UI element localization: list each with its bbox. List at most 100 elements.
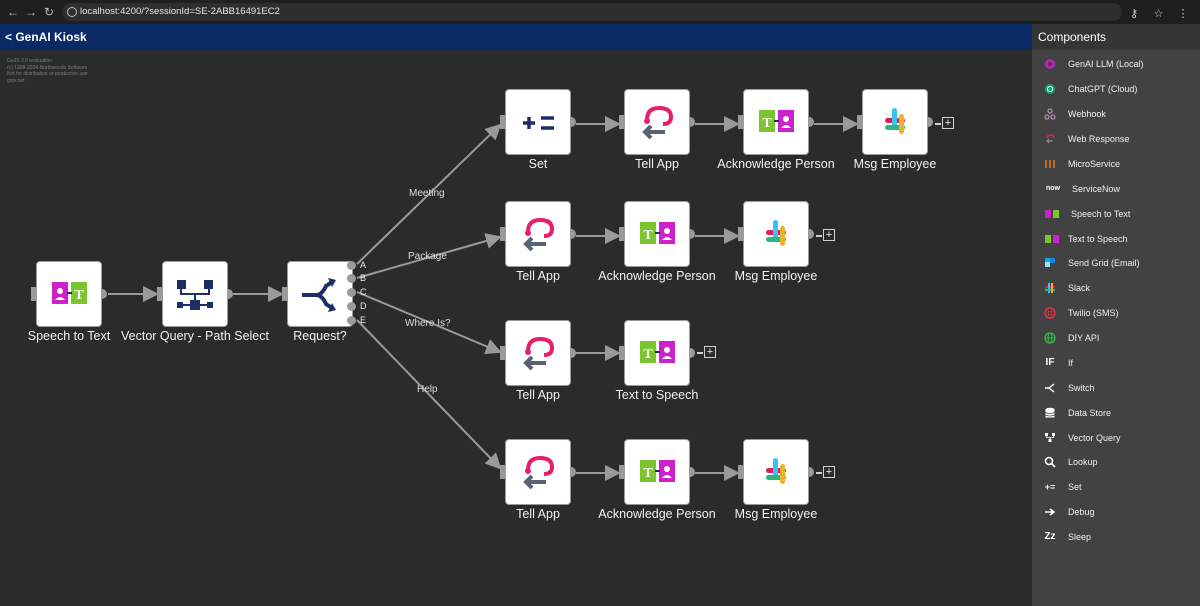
back-icon[interactable]: ← [7,5,19,19]
palette-item-slack[interactable]: Slack [1044,279,1194,297]
input-port[interactable] [500,227,506,241]
node-box[interactable]: T [743,89,809,155]
node-tell-app[interactable]: Tell App [493,320,583,410]
output-port[interactable] [97,289,107,299]
input-port[interactable] [157,287,163,301]
output-port[interactable] [685,117,695,127]
palette-item-web-response[interactable]: Web Response [1044,130,1194,148]
add-node-button[interactable]: + [942,117,954,129]
branch-port-e[interactable] [347,316,356,325]
palette-item-servicenow[interactable]: now ServiceNow [1044,180,1194,198]
node-speech-to-text[interactable]: T Speech to Text [24,261,114,351]
node-box[interactable]: T [624,201,690,267]
palette-item-vector-query[interactable]: Vector Query [1044,429,1194,447]
node-box[interactable] [505,320,571,386]
output-port[interactable] [566,348,576,358]
branch-port-d[interactable] [347,302,356,311]
palette-item-if[interactable]: IF If [1044,354,1194,372]
palette-item-sendgrid[interactable]: Send Grid (Email) [1044,254,1194,272]
edge-label-meeting[interactable]: Meeting [409,188,445,199]
node-box[interactable] [287,261,353,327]
node-vector-query[interactable]: Vector Query - Path Select [121,261,269,351]
node-tell-app[interactable]: Tell App [493,201,583,291]
menu-icon[interactable]: ⋮ [1177,8,1189,20]
node-set[interactable]: Set [493,89,583,179]
input-port[interactable] [619,346,625,360]
palette-item-chatgpt[interactable]: ChatGPT (Cloud) [1044,80,1194,98]
input-port[interactable] [738,115,744,129]
bookmark-star-icon[interactable]: ☆ [1153,8,1164,20]
output-port[interactable] [804,117,814,127]
input-port[interactable] [500,346,506,360]
input-port[interactable] [619,465,625,479]
output-port[interactable] [804,229,814,239]
palette-item-speech-to-text[interactable]: Speech to Text [1044,205,1194,223]
edge-label-where-is[interactable]: Where Is? [405,318,451,329]
palette-item-switch[interactable]: Switch [1044,379,1194,397]
node-box[interactable] [743,201,809,267]
output-port[interactable] [923,117,933,127]
output-port[interactable] [804,467,814,477]
palette-item-data-store[interactable]: Data Store [1044,404,1194,422]
node-msg-employee[interactable]: Msg Employee [731,201,821,291]
node-box[interactable] [743,439,809,505]
input-port[interactable] [500,465,506,479]
output-port[interactable] [566,467,576,477]
palette-item-set[interactable]: += Set [1044,478,1194,496]
node-msg-employee[interactable]: Msg Employee [850,89,940,179]
output-port[interactable] [685,348,695,358]
input-port[interactable] [738,465,744,479]
branch-port-b[interactable] [347,274,356,283]
branch-port-a[interactable] [347,261,356,270]
palette-item-webhook[interactable]: Webhook [1044,105,1194,123]
palette-item-microservice[interactable]: MicroService [1044,155,1194,173]
edge-label-help[interactable]: Help [417,384,438,395]
edge-label-package[interactable]: Package [408,251,447,262]
node-acknowledge-person[interactable]: T Acknowledge Person [598,201,716,291]
node-acknowledge-person[interactable]: T Acknowledge Person [717,89,835,179]
palette-item-genai-llm[interactable]: GenAI LLM (Local) [1044,55,1194,73]
add-node-button[interactable]: + [704,346,716,358]
node-tell-app[interactable]: Tell App [612,89,702,179]
input-port[interactable] [282,287,288,301]
output-port[interactable] [566,117,576,127]
node-msg-employee[interactable]: Msg Employee [731,439,821,529]
add-node-button[interactable]: + [823,229,835,241]
node-box[interactable] [505,89,571,155]
url-text[interactable]: localhost:4200/?sessionId=SE-2ABB16491EC… [80,6,280,17]
palette-item-lookup[interactable]: Lookup [1044,453,1194,471]
reload-icon[interactable]: ↻ [43,5,55,19]
node-box[interactable]: T [624,320,690,386]
node-box[interactable] [862,89,928,155]
back-to-kiosk-link[interactable]: < GenAI Kiosk [5,30,87,44]
password-key-icon[interactable]: ⚷ [1130,8,1139,20]
palette-item-diy-api[interactable]: DIY API [1044,329,1194,347]
input-port[interactable] [31,287,37,301]
node-acknowledge-person[interactable]: T Acknowledge Person [598,439,716,529]
input-port[interactable] [500,115,506,129]
add-node-button[interactable]: + [823,466,835,478]
node-box[interactable]: T [624,439,690,505]
output-port[interactable] [223,289,233,299]
branch-port-c[interactable] [347,288,356,297]
node-text-to-speech[interactable]: T Text to Speech [612,320,702,410]
output-port[interactable] [685,467,695,477]
palette-item-twilio[interactable]: Twilio (SMS) [1044,304,1194,322]
input-port[interactable] [738,227,744,241]
output-port[interactable] [566,229,576,239]
palette-item-debug[interactable]: Debug [1044,503,1194,521]
node-box[interactable] [624,89,690,155]
node-tell-app[interactable]: Tell App [493,439,583,529]
address-bar[interactable]: localhost:4200/?sessionId=SE-2ABB16491EC… [62,3,1122,21]
site-info-icon[interactable] [67,7,77,17]
palette-item-text-to-speech[interactable]: Text to Speech [1044,230,1194,248]
forward-icon[interactable]: → [25,5,37,19]
input-port[interactable] [619,227,625,241]
node-box[interactable] [505,439,571,505]
node-box[interactable] [505,201,571,267]
input-port[interactable] [857,115,863,129]
output-port[interactable] [685,229,695,239]
node-request-switch[interactable]: Request? [275,261,365,351]
node-box[interactable]: T [36,261,102,327]
diagram-canvas[interactable]: GoJS 3.0 evaluation (c) 1998-2024 Northw… [0,50,1032,606]
